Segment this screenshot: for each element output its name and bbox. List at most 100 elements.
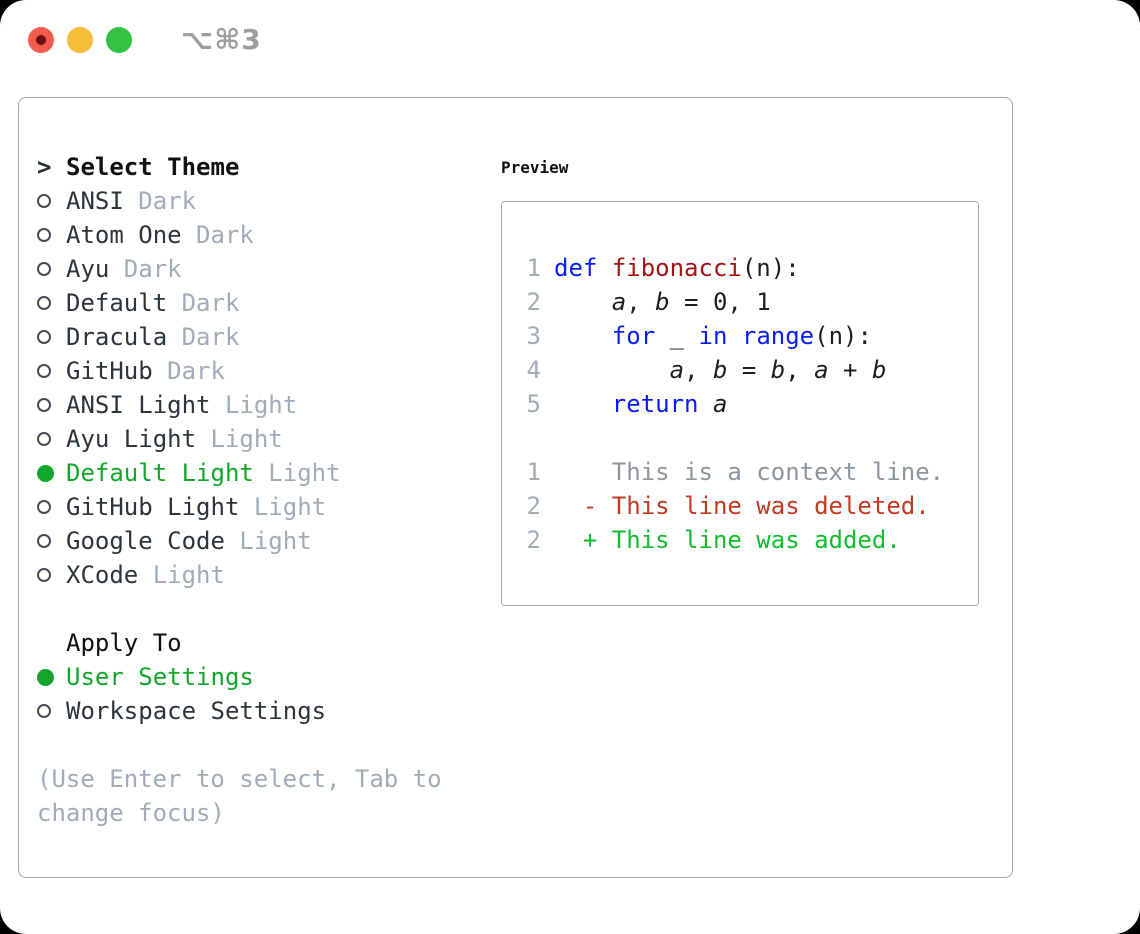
select-theme-title: Select Theme: [66, 153, 240, 181]
theme-option-label: Dracula: [66, 323, 168, 351]
radio-icon: [37, 500, 66, 514]
theme-option-label: Google Code: [66, 527, 225, 555]
theme-option-variant: Dark: [152, 357, 225, 385]
radio-icon: [37, 194, 66, 208]
radio-icon: [37, 330, 66, 344]
code-content: for _ in range(n):: [554, 322, 872, 350]
apply-to-option-row[interactable]: User Settings: [37, 660, 497, 694]
theme-option-variant: Light: [196, 425, 283, 453]
radio-icon: [37, 668, 66, 686]
code-content: + This line was added.: [554, 526, 901, 554]
code-segment: def: [554, 254, 598, 282]
window-title: ⌥⌘3: [181, 23, 262, 56]
theme-option-row[interactable]: GitHub Dark: [37, 354, 497, 388]
line-number: 1: [526, 458, 541, 486]
theme-option-label: GitHub Light: [66, 493, 240, 521]
radio-icon: [37, 398, 66, 412]
select-theme-header: > Select Theme: [37, 150, 497, 184]
code-segment: +: [828, 356, 872, 384]
radio-icon: [37, 296, 66, 310]
code-line: 4 a, b = b, a + b: [524, 353, 978, 387]
line-number: 4: [526, 356, 541, 384]
apply-to-option-row[interactable]: Workspace Settings: [37, 694, 497, 728]
code-segment: a: [814, 356, 829, 384]
help-line: (Use Enter to select, Tab to: [37, 765, 442, 793]
spacer: [37, 728, 497, 762]
theme-option-row[interactable]: Ayu Light Light: [37, 422, 497, 456]
code-segment: (n):: [741, 254, 800, 282]
code-segment: a: [611, 288, 627, 316]
preview-section: Preview 1 def fibonacci(n): 2 a, b = 0, …: [501, 150, 997, 606]
theme-option-row[interactable]: XCode Light: [37, 558, 497, 592]
code-segment: a: [669, 356, 685, 384]
line-number: 2: [526, 492, 541, 520]
line-number: 2: [526, 526, 541, 554]
code-segment: a: [712, 390, 728, 418]
theme-selector: > Select Theme ANSI Dark Atom One Dark A…: [37, 150, 497, 830]
radio-icon: [37, 262, 66, 276]
theme-option-label: Default: [66, 289, 168, 317]
code-segment: in: [698, 322, 728, 350]
code-segment: range: [741, 322, 815, 350]
theme-option-row[interactable]: Google Code Light: [37, 524, 497, 558]
spacer: [37, 592, 497, 626]
apply-to-header: Apply To: [37, 626, 497, 660]
titlebar: ⌥⌘3: [28, 23, 262, 56]
minimize-button[interactable]: [67, 26, 93, 53]
theme-option-variant: Dark: [109, 255, 182, 283]
code-segment: [554, 356, 670, 384]
theme-option-variant: Dark: [167, 323, 240, 351]
theme-list: ANSI Dark Atom One Dark Ayu Dark Default…: [37, 184, 497, 592]
theme-option-label: ANSI: [66, 187, 124, 215]
theme-option-row[interactable]: ANSI Dark: [37, 184, 497, 218]
code-line: 1 def fibonacci(n):: [524, 251, 978, 285]
theme-option-row[interactable]: Ayu Dark: [37, 252, 497, 286]
theme-option-row[interactable]: Dracula Dark: [37, 320, 497, 354]
help-text: (Use Enter to select, Tab to change focus…: [37, 762, 497, 830]
theme-option-row[interactable]: ANSI Light Light: [37, 388, 497, 422]
line-number: 2: [526, 288, 541, 316]
code-segment: _: [655, 322, 699, 350]
code-line: [524, 421, 978, 455]
code-segment: fibonacci: [611, 254, 742, 282]
theme-option-label: Workspace Settings: [66, 697, 327, 725]
radio-icon: [37, 228, 66, 242]
theme-option-variant: Dark: [167, 289, 240, 317]
line-number: 3: [526, 322, 541, 350]
code-segment: ,: [684, 356, 713, 384]
code-segment: b: [871, 356, 887, 384]
zoom-button[interactable]: [106, 26, 132, 53]
close-button[interactable]: [28, 26, 54, 53]
code-line: 1 This is a context line.: [524, 455, 978, 489]
code-segment: [554, 322, 612, 350]
theme-option-row[interactable]: GitHub Light Light: [37, 490, 497, 524]
preview-header: Preview: [501, 150, 997, 184]
code-segment: [554, 390, 612, 418]
theme-option-row[interactable]: Atom One Dark: [37, 218, 497, 252]
code-segment: ,: [785, 356, 815, 384]
line-number: 1: [526, 254, 541, 282]
line-number: 5: [526, 390, 541, 418]
code-segment: (n):: [814, 322, 872, 350]
theme-option-label: Default Light: [66, 459, 254, 487]
code-line: 2 + This line was added.: [524, 523, 978, 557]
code-line: 3 for _ in range(n):: [524, 319, 978, 353]
theme-option-label: Ayu Light: [66, 425, 197, 453]
help-line: change focus): [37, 799, 225, 827]
code-preview-box: 1 def fibonacci(n): 2 a, b = 0, 1 3 for …: [501, 201, 979, 606]
code-segment: b: [655, 288, 670, 316]
theme-option-variant: Light: [210, 391, 298, 419]
code-segment: b: [770, 356, 786, 384]
radio-icon: [37, 432, 66, 446]
radio-icon: [37, 364, 66, 378]
code-content: This is a context line.: [554, 458, 944, 486]
code-segment: return: [611, 390, 699, 418]
theme-option-row[interactable]: Default Light Light: [37, 456, 497, 490]
radio-icon: [37, 534, 66, 548]
code-line: 2 - This line was deleted.: [524, 489, 978, 523]
theme-option-variant: Light: [138, 561, 225, 589]
theme-option-variant: Dark: [123, 187, 197, 215]
theme-option-label: GitHub: [66, 357, 153, 385]
theme-option-row[interactable]: Default Dark: [37, 286, 497, 320]
code-segment: - This line was deleted.: [554, 492, 930, 520]
